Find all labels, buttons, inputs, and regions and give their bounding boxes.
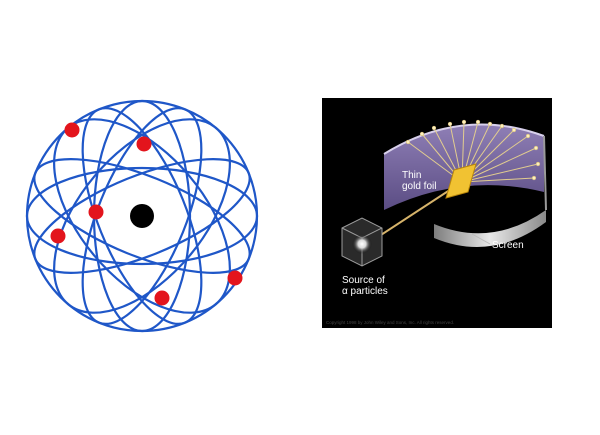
ray-hit-point [405,139,411,145]
ray-hit-point [475,119,481,125]
atom-model-diagram [20,88,268,348]
experiment-svg [341,119,547,267]
screen-front-band [434,210,546,247]
source-glow [352,234,372,254]
orbit-ring [33,158,251,274]
ray-hit-point [487,121,493,127]
foil-label-line2: gold foil [402,181,437,192]
electron [88,204,104,220]
alpha-source-box [341,217,383,267]
copyright-notice: Copyright 1998 by John Wiley and Sons, I… [326,320,455,325]
screen-top-edge [383,123,545,155]
ray-hit-point [499,123,505,129]
electron-group [50,122,243,306]
electron [64,122,80,138]
electron [154,290,170,306]
orbit-ring [81,107,203,325]
orbit-ring [53,118,231,314]
ray-hit-point [535,161,541,167]
ray-hit-point [419,131,425,137]
ray-hit-point [531,175,537,181]
electron [50,228,66,244]
scattered-ray [461,147,537,183]
ray-hit-point [431,125,437,131]
nucleus [130,204,154,228]
ray-hit-point [525,133,531,139]
screen-label: Screen [492,240,524,251]
scattered-ray [461,177,535,183]
orbit-ring [25,166,259,266]
ray-hit-point [447,121,453,127]
atom-model-svg [25,99,259,333]
source-label-line2: α particles [342,286,388,297]
screen-right-edge [543,135,547,211]
scattered-ray [461,163,539,183]
gold-foil [445,163,477,199]
screen-pointer [471,233,491,245]
ray-hit-point [461,119,467,125]
foil-label-line1: Thin [402,170,422,181]
orbit-ring [33,158,251,274]
source-label-line1: Source of [342,275,385,286]
ray-hit-point [511,127,517,133]
ray-hit-point [533,145,539,151]
orbit-ring [81,107,203,325]
electron [227,270,243,286]
electron [136,136,152,152]
